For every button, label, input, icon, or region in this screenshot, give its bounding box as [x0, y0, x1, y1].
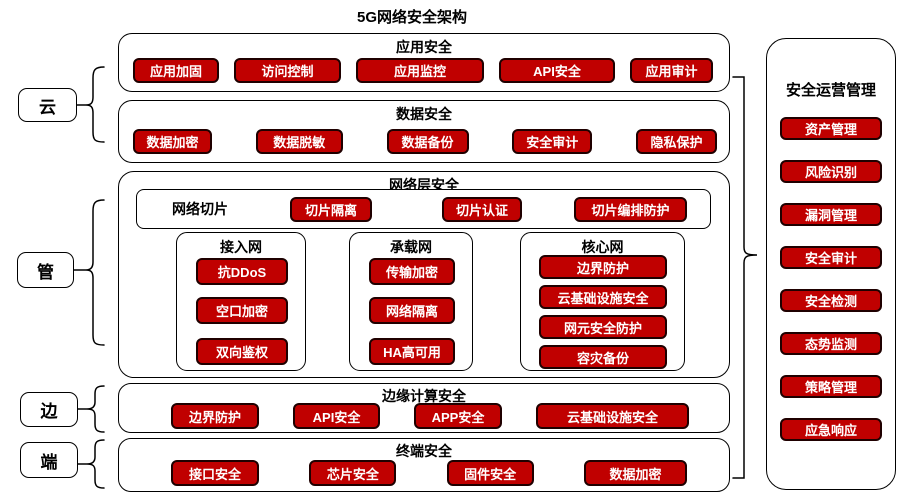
capability-chip: 风险识别 [780, 160, 882, 183]
panel-title: 数据安全 [396, 106, 452, 122]
capability-chip: API安全 [499, 58, 615, 83]
capability-chip: 安全审计 [512, 129, 593, 154]
capability-chip: 资产管理 [780, 117, 882, 140]
capability-chip: 应用加固 [133, 58, 219, 83]
side-label-pipe: 管 [17, 252, 74, 288]
capability-chip: 抗DDoS [196, 258, 288, 285]
capability-chip: 网络隔离 [369, 297, 455, 324]
subpanel-bearer-network: 承载网 传输加密 网络隔离 HA高可用 [349, 232, 473, 371]
capability-chip: 传输加密 [369, 258, 455, 285]
terminal-brace-icon [77, 439, 105, 489]
panel-network-security: 网络层安全 网络切片 切片隔离 切片认证 切片编排防护 接入网 抗DDoS 空口… [118, 171, 730, 378]
subpanel-title: 网络切片 [172, 201, 228, 217]
capability-chip: 云基础设施安全 [539, 285, 667, 309]
capability-chip: 边界防护 [171, 403, 259, 429]
capability-chip: 数据加密 [583, 460, 687, 486]
side-label-terminal: 端 [20, 442, 78, 478]
capability-chip: 接口安全 [171, 460, 259, 486]
panel-title: 边缘计算安全 [382, 388, 466, 404]
capability-chip: 切片认证 [442, 197, 522, 222]
capability-chip: 访问控制 [234, 58, 341, 83]
panel-application-security: 应用安全 应用加固 访问控制 应用监控 API安全 应用审计 [118, 33, 730, 92]
subpanel-title: 接入网 [220, 239, 262, 255]
capability-chip: 态势监测 [780, 332, 882, 355]
edge-brace-icon [77, 385, 105, 433]
capability-chip: 边界防护 [539, 255, 667, 279]
capability-chip: 数据加密 [133, 129, 212, 154]
capability-chip: 容灾备份 [539, 345, 667, 369]
side-label-edge: 边 [20, 392, 78, 427]
capability-chip: APP安全 [414, 403, 502, 429]
capability-chip: 数据脱敏 [255, 129, 343, 154]
panel-title: 安全运营管理 [785, 82, 876, 99]
subpanel-core-network: 核心网 边界防护 云基础设施安全 网元安全防护 容灾备份 [520, 232, 685, 371]
subpanel-title: 承载网 [390, 239, 432, 255]
capability-chip: 隐私保护 [636, 129, 717, 154]
capability-chip: 安全检测 [780, 289, 882, 312]
panel-security-operations: 安全运营管理 资产管理 风险识别 漏洞管理 安全审计 安全检测 态势监测 策略管… [766, 38, 896, 490]
panel-terminal-security: 终端安全 接口安全 芯片安全 固件安全 数据加密 [118, 438, 730, 492]
panel-edge-security: 边缘计算安全 边界防护 API安全 APP安全 云基础设施安全 [118, 383, 730, 433]
capability-chip: 应用监控 [356, 58, 484, 83]
capability-chip: 策略管理 [780, 375, 882, 398]
panel-title: 终端安全 [396, 443, 452, 459]
capability-chip: 数据备份 [386, 129, 469, 154]
capability-chip: 漏洞管理 [780, 203, 882, 226]
operations-brace-icon [732, 76, 758, 479]
capability-chip: 切片隔离 [290, 197, 372, 222]
pipe-brace-icon [73, 199, 105, 346]
diagram-title: 5G网络安全架构 [356, 9, 467, 26]
capability-chip: 芯片安全 [309, 460, 397, 486]
capability-chip: 双向鉴权 [196, 338, 288, 365]
capability-chip: 应急响应 [780, 418, 882, 441]
capability-chip: 安全审计 [780, 246, 882, 269]
subpanel-access-network: 接入网 抗DDoS 空口加密 双向鉴权 [176, 232, 306, 371]
cloud-brace-icon [76, 66, 105, 143]
subpanel-title: 核心网 [581, 239, 624, 255]
capability-chip: 网元安全防护 [539, 315, 667, 339]
capability-chip: 云基础设施安全 [536, 403, 689, 429]
capability-chip: 应用审计 [630, 58, 713, 83]
capability-chip: 固件安全 [446, 460, 534, 486]
panel-title: 应用安全 [396, 39, 452, 55]
panel-data-security: 数据安全 数据加密 数据脱敏 数据备份 安全审计 隐私保护 [118, 100, 730, 163]
capability-chip: API安全 [293, 403, 380, 429]
side-label-cloud: 云 [18, 88, 77, 122]
capability-chip: HA高可用 [369, 338, 455, 365]
capability-chip: 空口加密 [196, 297, 288, 324]
capability-chip: 切片编排防护 [574, 197, 687, 222]
subpanel-network-slice: 网络切片 切片隔离 切片认证 切片编排防护 [136, 189, 711, 229]
